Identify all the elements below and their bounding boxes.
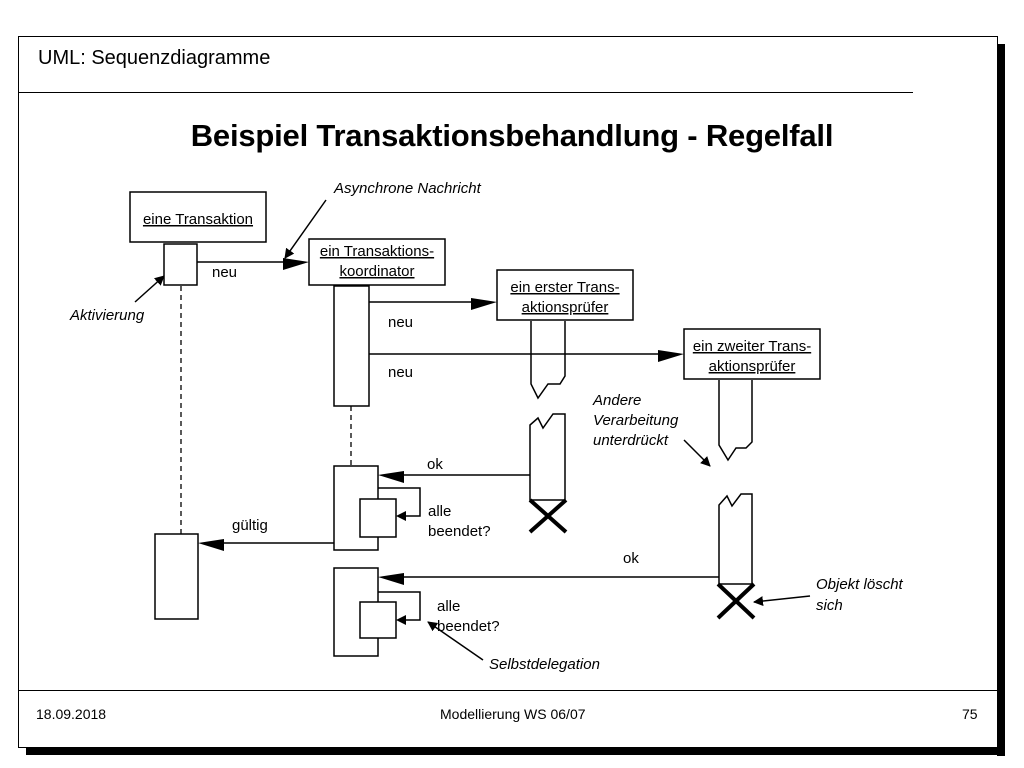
activation-pruefer2-top [718, 380, 753, 462]
pointer-asynchrone [284, 199, 327, 259]
slide-shadow-right [997, 44, 1005, 756]
self-call-2 [378, 591, 421, 621]
annotation-andere-1: Andere [592, 392, 641, 409]
footer-date: 18.09.2018 [36, 706, 107, 722]
object-transaktion: eine Transaktion [129, 191, 267, 243]
pointer-andere [683, 439, 711, 467]
annotation-objekt-loescht-2: sich [816, 597, 843, 614]
activation-pruefer2-bottom [718, 493, 753, 585]
svg-text:ein zweiter Trans-: ein zweiter Trans- [693, 338, 811, 355]
object-pruefer1: ein erster Trans- aktionsprüfer [496, 269, 634, 321]
slide-shadow-bottom [26, 747, 1005, 755]
svg-text:ein erster Trans-: ein erster Trans- [510, 279, 619, 296]
annotation-selbstdelegation: Selbstdelegation [489, 656, 600, 673]
label-self-2b: beendet? [437, 618, 500, 635]
pointer-aktivierung [134, 275, 165, 303]
svg-text:eine Transaktion: eine Transaktion [143, 211, 253, 228]
slide-frame [18, 36, 998, 748]
label-neu-3: neu [388, 364, 413, 381]
pointer-selbstdelegation [427, 621, 484, 661]
label-ok-2: ok [623, 550, 639, 567]
annotation-aktivierung: Aktivierung [69, 307, 145, 324]
svg-text:ein Transaktions-: ein Transaktions- [320, 243, 434, 260]
annotation-objekt-loescht-1: Objekt löscht [816, 576, 904, 593]
svg-text:aktionsprüfer: aktionsprüfer [522, 299, 609, 316]
label-ok-1: ok [427, 456, 443, 473]
self-activation-2 [359, 601, 397, 639]
label-self-2a: alle [437, 598, 460, 615]
header-divider [18, 92, 913, 93]
label-gueltig: gültig [232, 517, 268, 534]
label-neu-1: neu [212, 264, 237, 281]
svg-text:koordinator: koordinator [339, 263, 414, 280]
annotation-andere-3: unterdrückt [593, 432, 669, 449]
activation-pruefer1-top [530, 321, 566, 400]
label-self-1a: alle [428, 503, 451, 520]
destroy-x-pruefer2 [716, 582, 756, 620]
footer-divider [18, 690, 998, 691]
self-call-1 [378, 487, 421, 517]
object-koordinator: ein Transaktions- koordinator [308, 238, 446, 286]
section-title: UML: Sequenzdiagramme [38, 47, 271, 69]
activation-koordinator-1 [333, 285, 370, 407]
activation-transaktion-2 [154, 533, 199, 620]
label-neu-2: neu [388, 314, 413, 331]
label-self-1b: beendet? [428, 523, 491, 540]
slide-title: Beispiel Transaktionsbehandlung - Regelf… [190, 118, 834, 153]
destroy-x-pruefer1 [528, 498, 568, 534]
object-pruefer2: ein zweiter Trans- aktionsprüfer [683, 328, 821, 380]
footer-course: Modellierung WS 06/07 [440, 706, 586, 722]
annotation-andere-2: Verarbeitung [593, 412, 679, 429]
annotation-asynchrone-nachricht: Asynchrone Nachricht [333, 180, 482, 197]
footer-page-number: 75 [962, 706, 978, 722]
pointer-objekt-loescht [753, 595, 811, 607]
activation-pruefer1-bottom [529, 413, 566, 501]
activation-transaktion-1 [163, 243, 198, 286]
self-activation-1 [359, 498, 397, 538]
svg-text:aktionsprüfer: aktionsprüfer [709, 358, 796, 375]
